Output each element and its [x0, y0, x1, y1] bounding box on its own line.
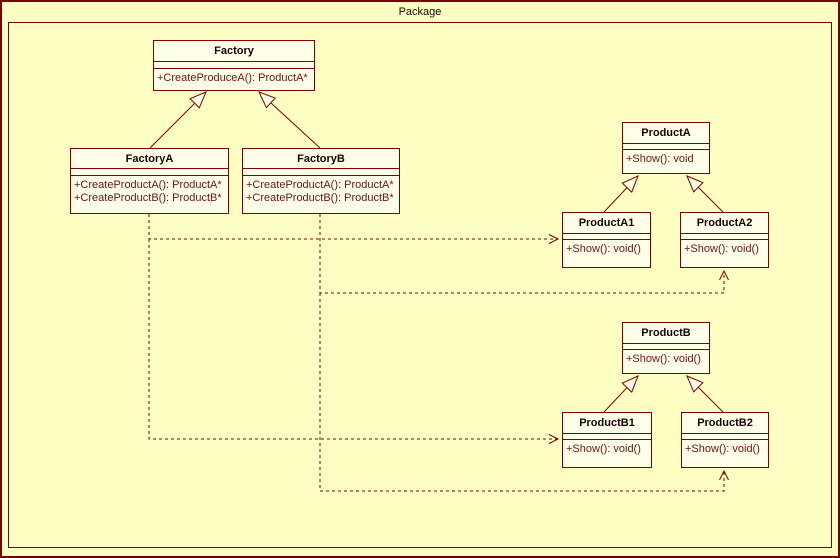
class-productB-title: ProductB — [623, 323, 709, 344]
method-line: +Show(): void() — [684, 243, 759, 255]
class-factoryB[interactable]: FactoryB +CreateProductA(): ProductA* +C… — [242, 148, 400, 214]
generalization-productA2-productA[interactable] — [686, 175, 724, 213]
class-factoryA-methods: +CreateProductA(): ProductA* +CreateProd… — [71, 176, 228, 213]
method-line: +Show(): void() — [566, 243, 641, 255]
class-factory-attributes — [154, 62, 314, 69]
dependency-factoryB-productA2[interactable] — [319, 214, 729, 294]
class-productB2[interactable]: ProductB2 +Show(): void() — [681, 412, 769, 468]
class-productB-methods: +Show(): void() — [623, 350, 709, 373]
class-productA2-attributes — [681, 234, 768, 240]
dependency-factoryA-productB1[interactable] — [148, 239, 560, 444]
class-productB1-methods: +Show(): void() — [563, 440, 651, 467]
class-productB2-title: ProductB2 — [682, 413, 768, 434]
class-factoryB-title: FactoryB — [243, 149, 399, 169]
class-productA1-attributes — [563, 234, 650, 240]
class-productA-title: ProductA — [623, 123, 709, 144]
class-productA2-title: ProductA2 — [681, 213, 768, 234]
generalization-productB2-productB[interactable] — [686, 375, 724, 413]
class-factoryA[interactable]: FactoryA +CreateProductA(): ProductA* +C… — [70, 148, 229, 214]
method-line: +Show(): void() — [626, 353, 701, 365]
method-line: +Show(): void — [626, 153, 694, 165]
class-productA1-title: ProductA1 — [563, 213, 650, 234]
generalization-productA1-productA[interactable] — [603, 175, 639, 213]
class-productB2-attributes — [682, 434, 768, 440]
class-factoryB-methods: +CreateProductA(): ProductA* +CreateProd… — [243, 176, 399, 213]
method-line: +Show(): void() — [685, 443, 760, 455]
class-factoryA-title: FactoryA — [71, 149, 228, 169]
class-factory[interactable]: Factory +CreateProduceA(): ProductA* — [153, 40, 315, 91]
method-line: +CreateProductA(): ProductA* — [74, 179, 222, 191]
method-line: +Show(): void() — [566, 443, 641, 455]
class-factory-title: Factory — [154, 41, 314, 62]
class-productA-attributes — [623, 144, 709, 150]
package-label: Package — [398, 6, 442, 18]
class-productB1-title: ProductB1 — [563, 413, 651, 434]
class-productA1[interactable]: ProductA1 +Show(): void() — [562, 212, 651, 268]
class-factoryA-attributes — [71, 169, 228, 176]
class-productB1-attributes — [563, 434, 651, 440]
generalization-factoryB-factory[interactable] — [258, 91, 321, 149]
package-frame — [8, 22, 832, 548]
class-productB-attributes — [623, 344, 709, 350]
class-productB1[interactable]: ProductB1 +Show(): void() — [562, 412, 652, 468]
method-line: +CreateProduceA(): ProductA* — [157, 72, 308, 84]
class-productA[interactable]: ProductA +Show(): void — [622, 122, 710, 174]
method-line: +CreateProductB(): ProductB* — [74, 192, 222, 204]
class-factory-methods: +CreateProduceA(): ProductA* — [154, 69, 314, 90]
dependency-factoryA-productA1[interactable] — [148, 214, 560, 244]
method-line: +CreateProductA(): ProductA* — [246, 179, 394, 191]
class-productB2-methods: +Show(): void() — [682, 440, 768, 467]
dependency-factoryB-productB2[interactable] — [319, 293, 729, 492]
class-factoryB-attributes — [243, 169, 399, 176]
method-line: +CreateProductB(): ProductB* — [246, 192, 394, 204]
class-productA-methods: +Show(): void — [623, 150, 709, 173]
class-productA2-methods: +Show(): void() — [681, 240, 768, 267]
class-productB[interactable]: ProductB +Show(): void() — [622, 322, 710, 374]
generalization-productB1-productB[interactable] — [603, 375, 639, 413]
class-productA2[interactable]: ProductA2 +Show(): void() — [680, 212, 769, 268]
generalization-factoryA-factory[interactable] — [149, 91, 207, 149]
class-productA1-methods: +Show(): void() — [563, 240, 650, 267]
